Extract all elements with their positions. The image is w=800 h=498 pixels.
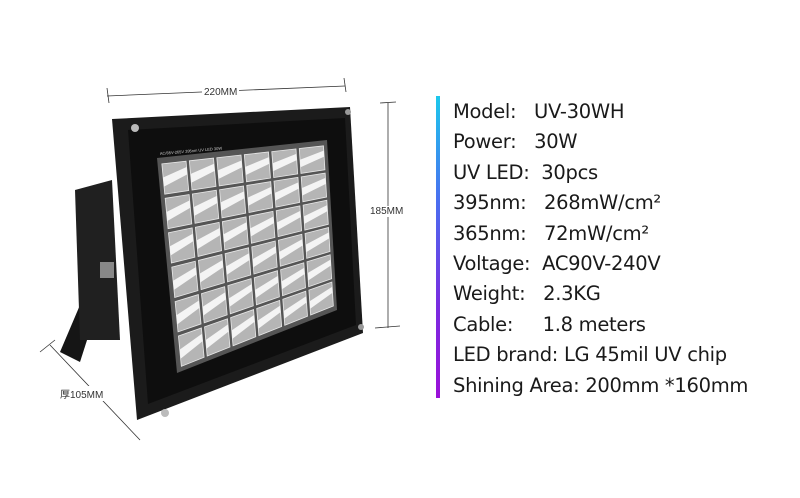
depth-dimension: 厚105MM <box>58 386 106 401</box>
led-highlight <box>217 160 242 179</box>
led-highlight <box>173 267 197 290</box>
led-highlight <box>166 200 191 222</box>
spec-voltage: Voltage: AC90V-240V <box>453 251 661 275</box>
led-highlight <box>274 182 299 201</box>
led-highlight <box>250 216 274 237</box>
led-highlight <box>196 228 221 250</box>
led-highlight <box>305 232 330 253</box>
led-highlight <box>309 286 333 309</box>
led-highlight <box>245 157 270 175</box>
rear-housing <box>75 180 120 340</box>
led-highlight <box>283 296 307 319</box>
screw-icon <box>358 324 364 330</box>
lamp-label: AC/85V-265V 395nm UV LED 30W <box>160 146 223 156</box>
led-highlight <box>193 195 218 216</box>
spec-list: Model: UV-30WH Power: 30W UV LED: 30pcs … <box>453 97 748 401</box>
led-highlight <box>301 177 326 196</box>
led-highlight <box>176 300 200 325</box>
screw-icon <box>131 124 139 132</box>
led-highlight <box>169 233 194 256</box>
spec-365nm: 365nm: 72mW/cm² <box>453 221 649 245</box>
led-highlight <box>247 186 272 206</box>
screw-icon <box>161 409 169 417</box>
accent-bar <box>436 96 440 398</box>
spec-model: Model: UV-30WH <box>453 100 625 123</box>
led-highlight <box>279 239 303 260</box>
screw-icon <box>345 109 351 115</box>
led-highlight <box>228 284 253 307</box>
led-highlight <box>231 315 255 339</box>
led-highlight <box>202 292 226 316</box>
uv-flood-lamp-image: AC/85V-265V 395nm UV LED 30W <box>39 77 401 441</box>
led-highlight <box>281 267 305 290</box>
led-highlight <box>226 253 250 275</box>
bracket-bolt <box>100 262 114 278</box>
led-highlight <box>300 150 325 168</box>
spec-led-brand: LED brand: LG 45mil UV chip <box>453 343 727 367</box>
led-highlight <box>277 210 301 231</box>
led-highlight <box>307 259 331 281</box>
spec-power: Power: 30W <box>453 130 578 154</box>
led-highlight <box>223 222 248 243</box>
led-highlight <box>255 275 279 299</box>
spec-cable: Cable: 1.8 meters <box>453 312 646 336</box>
spec-uv-led: UV LED: 30pcs <box>453 160 598 184</box>
led-highlight <box>163 167 188 187</box>
led-highlight <box>272 153 297 172</box>
led-highlight <box>220 191 245 211</box>
led-highlight <box>303 205 328 224</box>
led-highlight <box>190 163 215 183</box>
led-highlight <box>179 333 203 359</box>
width-dimension: 220MM <box>202 87 240 98</box>
spec-395nm: 395nm: 268mW/cm² <box>453 191 661 215</box>
height-dimension: 185MM <box>368 206 406 217</box>
spec-weight: Weight: 2.3KG <box>453 282 601 306</box>
led-highlight <box>199 260 224 283</box>
led-highlight <box>252 246 277 268</box>
led-highlight <box>257 305 281 329</box>
led-highlight <box>205 324 229 349</box>
spec-shining-area: Shining Area: 200mm *160mm <box>453 373 749 397</box>
